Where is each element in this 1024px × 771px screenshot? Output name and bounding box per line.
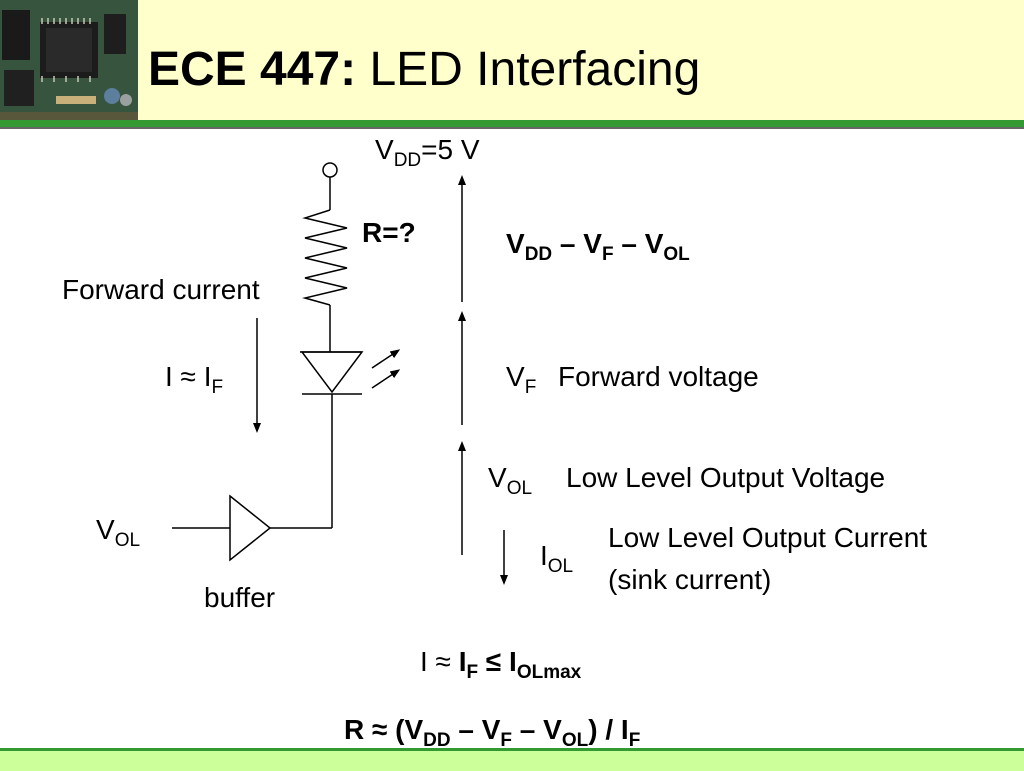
- circuit-board-image: [0, 0, 138, 120]
- buffer-triangle: [229, 494, 272, 562]
- supply-terminal: [322, 162, 338, 178]
- low-output-current-desc: Low Level Output Current: [608, 522, 928, 553]
- forward-voltage-desc: Forward voltage: [558, 361, 759, 392]
- led-light-arrow-1: [371, 349, 401, 369]
- led-diode-triangle: [300, 351, 364, 394]
- voltage-drop-label: VDD – VF – VOL: [506, 228, 690, 265]
- buffer-input-label: VOL: [96, 514, 141, 551]
- current-approx-label: I ≈ IF: [165, 361, 224, 398]
- footer-bar: [0, 748, 1024, 771]
- low-output-voltage-desc: Low Level Output Voltage: [566, 462, 886, 493]
- current-limit-equation: I ≈ IF ≤ IOLmax: [420, 646, 582, 683]
- vdd-label: VDD=5 V: [375, 134, 480, 171]
- led-light-arrow-2: [371, 369, 401, 389]
- sink-current-desc: (sink current): [608, 564, 772, 595]
- resistor-label: R=?: [362, 217, 416, 248]
- title-topic: LED Interfacing: [369, 43, 701, 96]
- iol-label: IOL: [540, 540, 574, 577]
- title-divider: [0, 120, 1024, 127]
- resistor-symbol: [302, 209, 348, 306]
- forward-current-label: Forward current: [62, 274, 260, 305]
- buffer-label: buffer: [204, 582, 276, 613]
- title-divider-line: [0, 127, 1024, 129]
- vol-label: VOL: [488, 462, 533, 499]
- vf-label: VF: [506, 361, 537, 398]
- slide-title: ECE 447: LED Interfacing: [148, 40, 700, 100]
- resistor-equation: R ≈ (VDD – VF – VOL) / IF: [344, 714, 641, 751]
- title-course: ECE 447:: [148, 43, 357, 96]
- title-header: ECE 447: LED Interfacing: [0, 0, 1024, 120]
